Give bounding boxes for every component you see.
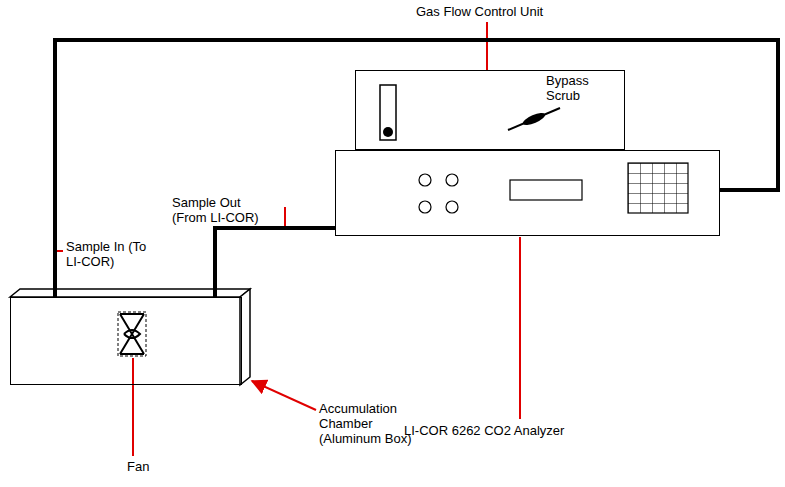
line-label: Sample Out (From LI-COR) [172, 196, 276, 226]
flowmeter-tube [380, 85, 396, 140]
leader-line [57, 250, 63, 252]
chamber-box: Accumulation Chamber (Aluminum Box)Fan [10, 297, 242, 385]
callout-label: LI-COR 6262 CO2 Analyzer [404, 424, 664, 439]
valve-label: Bypass Scrub [546, 74, 604, 104]
leader-line [132, 358, 134, 456]
knob [446, 174, 458, 186]
leader-arrow [252, 381, 316, 410]
flowmeter-float [383, 127, 393, 137]
line-label: Sample In (To LI-COR) [66, 240, 154, 270]
analyzer-box: LI-COR 6262 CO2 Analyzer [335, 150, 720, 236]
leader-line [486, 22, 488, 70]
callout-label: Fan [127, 460, 171, 475]
knob [446, 201, 458, 213]
callout-label: Accumulation Chamber (Aluminum Box) [319, 402, 421, 447]
keypad [628, 163, 688, 213]
valve-disc [521, 111, 546, 128]
leader-line [284, 207, 286, 226]
display-window [510, 180, 582, 200]
control-unit-box: Gas Flow Control UnitBypass Scrub [355, 70, 625, 150]
fan-symbol [120, 314, 144, 354]
tube-line [215, 228, 335, 297]
fan-housing [118, 312, 146, 356]
valve-stem [508, 108, 560, 130]
knob [419, 174, 431, 186]
tube-line [55, 40, 778, 297]
leader-line [519, 237, 521, 419]
callout-label: Gas Flow Control Unit [416, 5, 616, 20]
knob [419, 201, 431, 213]
